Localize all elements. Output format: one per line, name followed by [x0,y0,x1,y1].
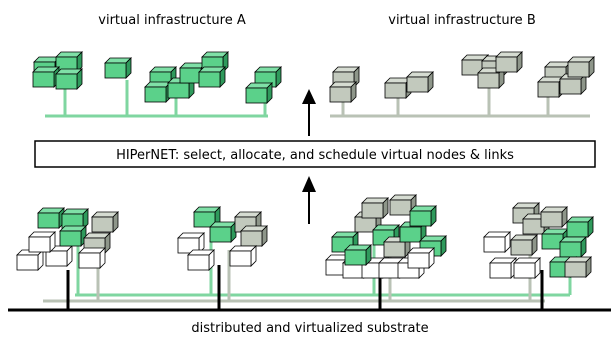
node-cluster-a1 [32,51,83,90]
node-cluster-a2 [104,57,132,79]
substrate-label: distributed and virtualized substrate [191,321,428,336]
node-cluster-b2 [384,71,434,99]
substrate-cluster-3 [325,194,447,279]
hipernet-box: HIPerNET: select, allocate, and schedule… [34,140,596,168]
substrate-cluster-1 [16,207,119,271]
node-cluster-b1 [329,66,360,103]
substrate-cluster-2 [177,206,268,271]
node-cluster-a4 [245,66,282,104]
node-cluster-b3 [461,51,523,89]
substrate-cluster-4 [483,202,594,279]
virtual-infrastructure-a [32,51,282,118]
lower-arrow [302,176,316,224]
upper-arrow [302,89,316,136]
infra-a-title: virtual infrastructure A [98,13,246,28]
virtual-infrastructure-b [329,51,595,118]
node-cluster-a3 [144,51,229,103]
infra-b-title: virtual infrastructure B [388,13,535,28]
hipernet-label: HIPerNET: select, allocate, and schedule… [116,148,514,163]
node-cluster-b4 [537,56,595,98]
